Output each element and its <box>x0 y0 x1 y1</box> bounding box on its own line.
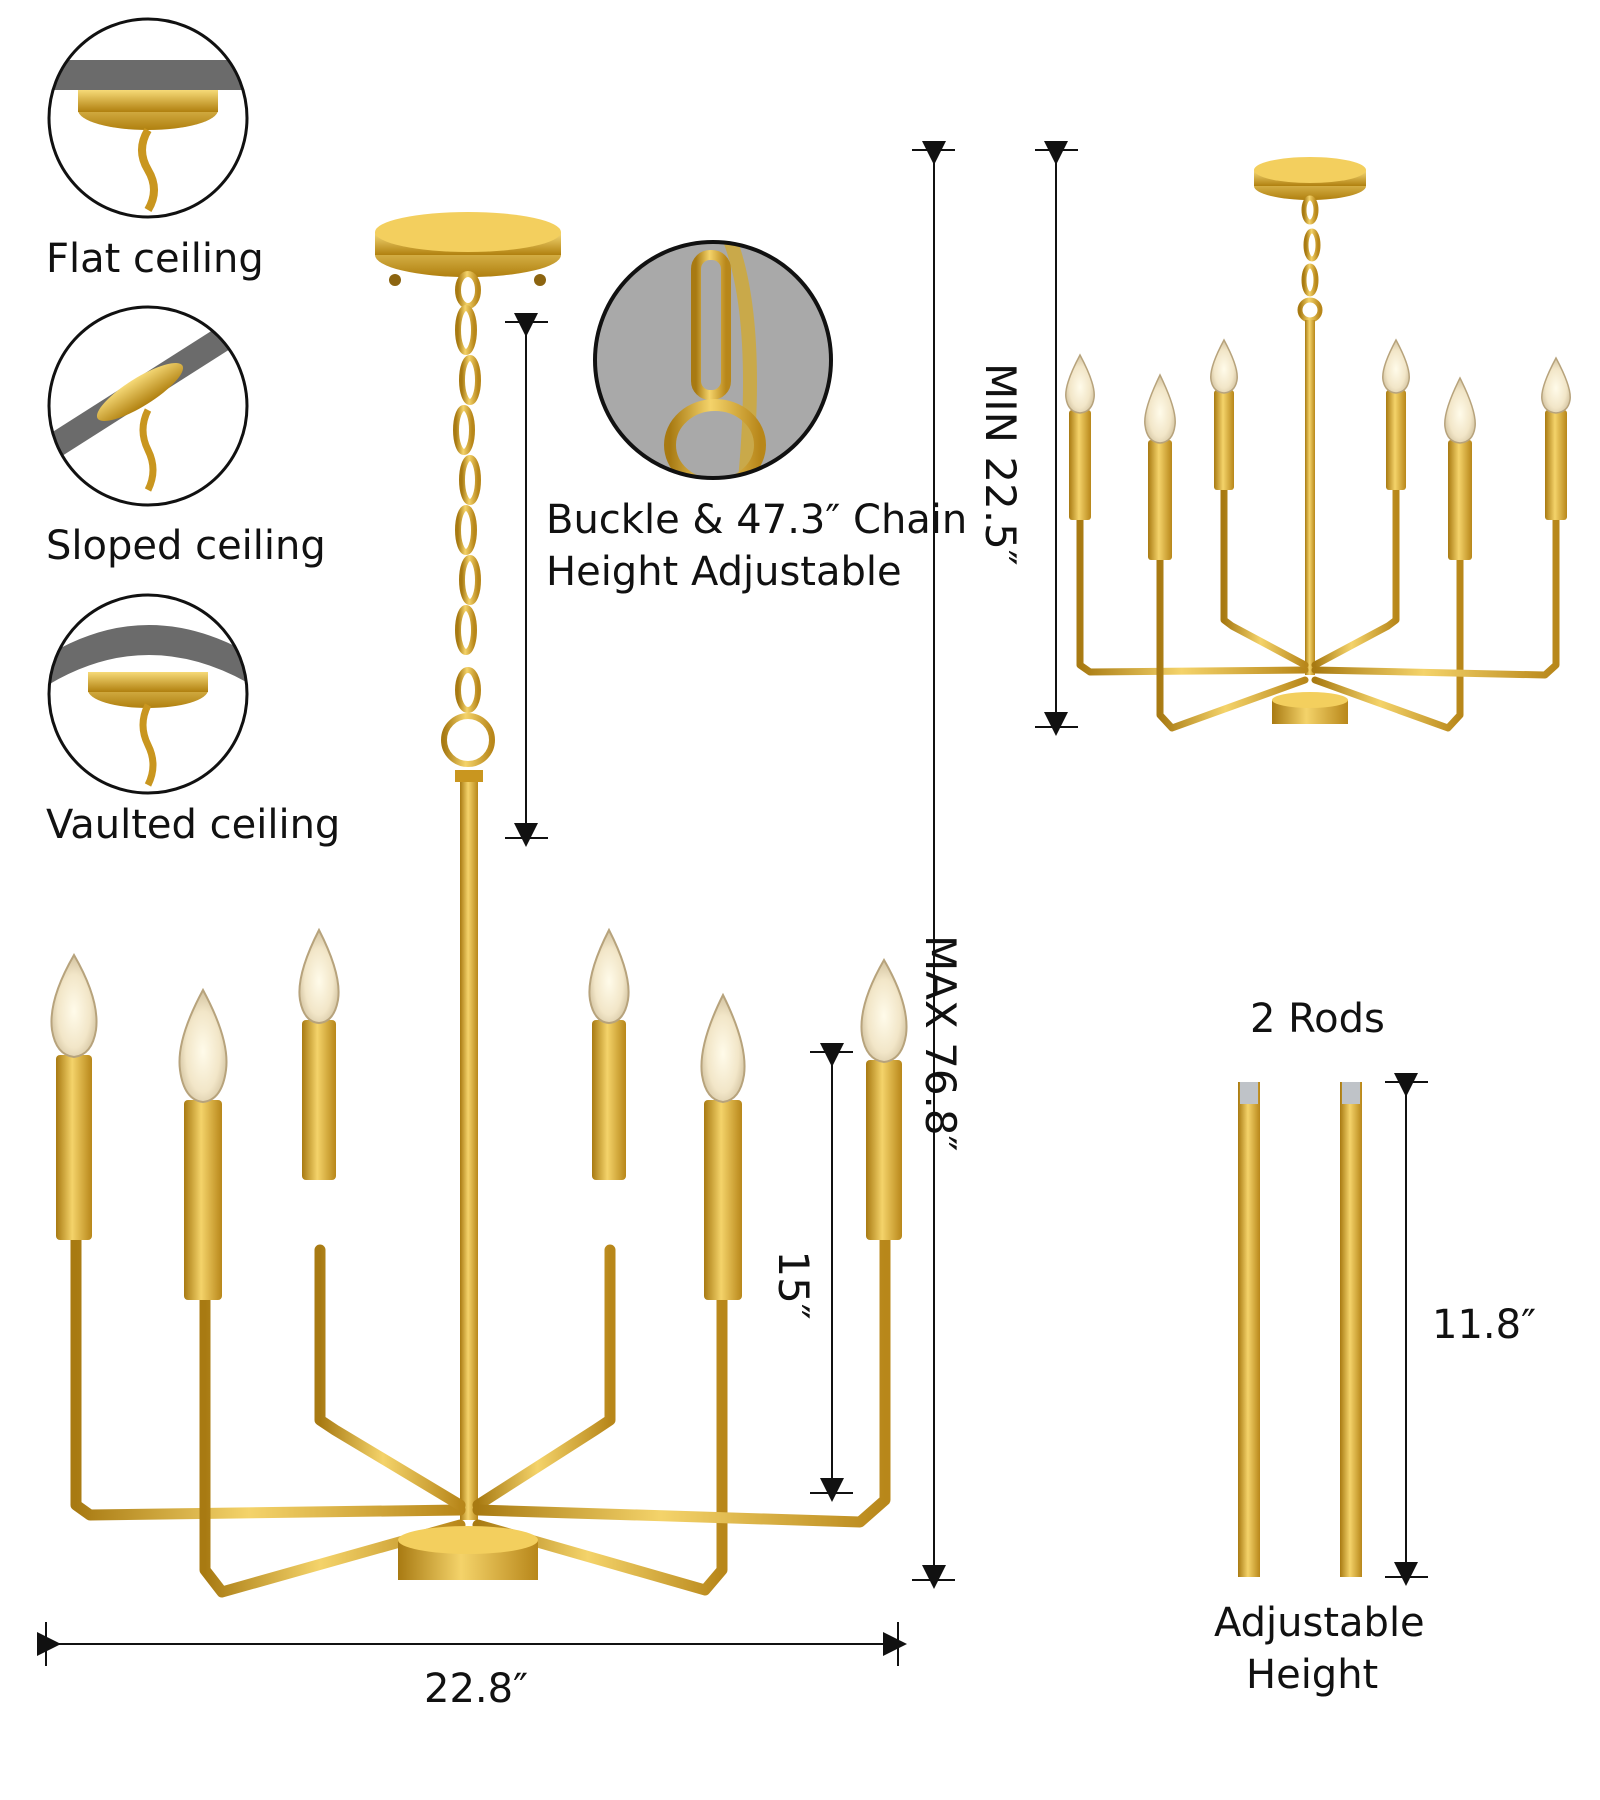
bulbs <box>50 927 908 1104</box>
small-chandelier <box>1065 157 1571 732</box>
chain <box>441 271 495 767</box>
dimension-lines <box>37 141 1428 1666</box>
min-height-label: MIN 22.5″ <box>976 363 1025 566</box>
flat-ceiling-label: Flat ceiling <box>46 236 264 282</box>
center-rod <box>460 770 478 1520</box>
arms <box>70 1234 891 1598</box>
vaulted-ceiling-icon <box>47 593 249 795</box>
vaulted-ceiling-label: Vaulted ceiling <box>46 802 341 848</box>
chain-note-line1: Buckle & 47.3″ Chain <box>546 497 968 543</box>
rods <box>1238 1082 1362 1577</box>
rods-caption-line1: Adjustable <box>1214 1600 1425 1646</box>
chain-note-line2: Height Adjustable <box>546 549 902 595</box>
flat-ceiling-icon <box>47 17 249 219</box>
max-height-label: MAX 76.8″ <box>916 935 965 1152</box>
sloped-ceiling-icon <box>47 305 249 507</box>
rods-caption-line2: Height <box>1246 1652 1379 1698</box>
width-label: 22.8″ <box>424 1666 529 1712</box>
rod-length-label: 11.8″ <box>1432 1302 1537 1348</box>
canopy <box>375 212 561 286</box>
sloped-ceiling-label: Sloped ceiling <box>46 523 326 569</box>
arm-height-label: 15″ <box>769 1250 818 1320</box>
main-chandelier <box>50 212 908 1598</box>
buckle-closeup-icon <box>593 240 833 480</box>
rods-title: 2 Rods <box>1250 996 1385 1042</box>
candle-sleeves <box>56 1020 902 1300</box>
